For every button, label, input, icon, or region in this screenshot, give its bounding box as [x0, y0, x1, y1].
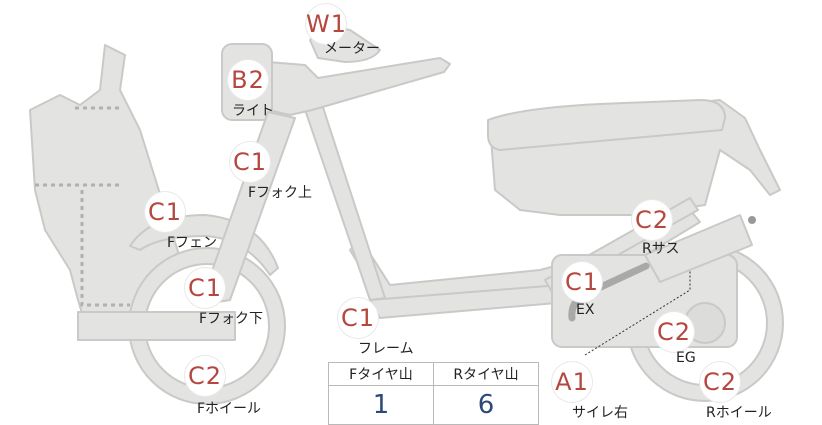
part-label: ライト	[232, 103, 274, 119]
handlebar	[267, 57, 451, 116]
rear-tire-value: 6	[433, 385, 539, 425]
part-label: Fフォク下	[199, 311, 264, 327]
damage-code: W1	[306, 10, 347, 38]
tire-tread-table: Fタイヤ山 Rタイヤ山 1 6	[328, 362, 539, 425]
rear-tire-header: Rタイヤ山	[433, 362, 539, 386]
code-circle: C2	[185, 356, 225, 396]
code-circle: C1	[185, 268, 225, 308]
front-fork	[199, 111, 296, 306]
damage-code: C2	[187, 362, 223, 390]
part-label: EX	[576, 302, 595, 318]
part-label: Rホイール	[706, 405, 772, 421]
part-label: Fフォク上	[248, 185, 313, 201]
code-circle: C1	[230, 142, 270, 182]
damage-code: A1	[555, 368, 589, 396]
code-circle: C1	[145, 192, 185, 232]
floor-panel	[77, 311, 236, 341]
damage-code: C2	[634, 206, 670, 234]
part-label: Fフェン	[167, 235, 218, 251]
tire-table-header-row: Fタイヤ山 Rタイヤ山	[328, 362, 539, 386]
front-tire-header: Fタイヤ山	[328, 362, 434, 386]
damage-code: C1	[147, 198, 183, 226]
damage-code: C1	[232, 148, 268, 176]
rear-bolt	[748, 216, 756, 224]
part-label: Rサス	[642, 241, 680, 257]
part-label: EG	[676, 350, 696, 366]
damage-code: C1	[187, 274, 223, 302]
code-circle: C2	[654, 312, 694, 352]
part-label: メーター	[324, 41, 380, 57]
rear-shock	[644, 214, 753, 283]
tire-table-value-row: 1 6	[328, 385, 539, 425]
damage-code: C1	[340, 304, 376, 332]
damage-code: C2	[702, 368, 738, 396]
code-circle: C1	[562, 262, 602, 302]
seam-vertical	[80, 190, 130, 307]
damage-code: C1	[564, 268, 600, 296]
code-circle: C1	[338, 298, 378, 338]
part-label: サイレ右	[572, 405, 628, 421]
frame-tube	[299, 91, 386, 301]
code-circle: B2	[228, 60, 268, 100]
damage-code: C2	[656, 318, 692, 346]
leader-line	[584, 270, 691, 356]
code-circle: W1	[306, 4, 346, 44]
seat	[487, 99, 726, 151]
part-label: Fホイール	[197, 401, 262, 417]
code-circle: A1	[552, 362, 592, 402]
code-circle: C2	[632, 200, 672, 240]
front-tire-value: 1	[328, 385, 434, 425]
part-label: フレーム	[358, 341, 414, 357]
damage-code: B2	[231, 66, 265, 94]
code-circle: C2	[700, 362, 740, 402]
